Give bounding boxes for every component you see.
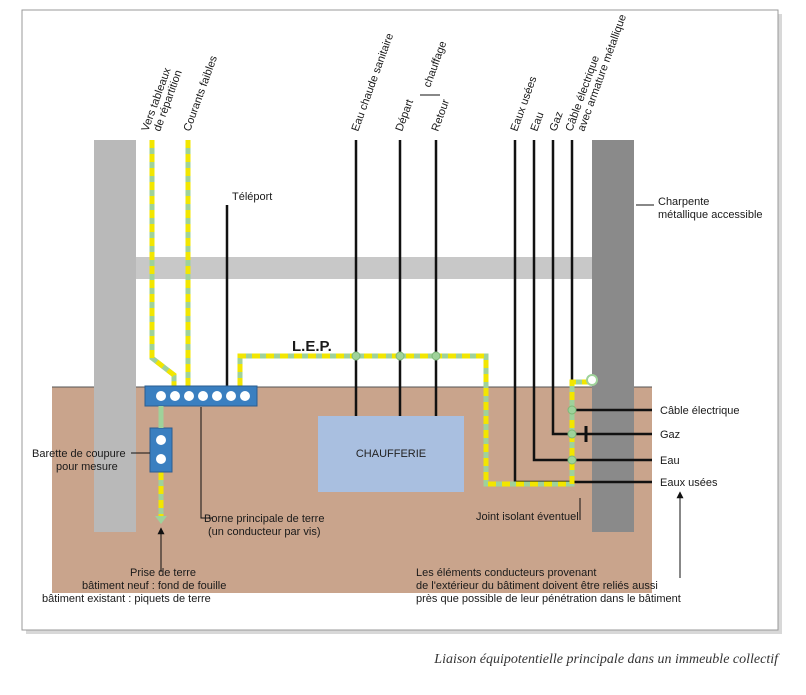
leader-lines — [131, 94, 684, 578]
floor-slab — [136, 257, 592, 279]
label-cable-right: Câble électrique — [660, 405, 740, 417]
lep-connection-points — [351, 351, 598, 465]
label-lep: L.E.P. — [292, 338, 332, 355]
pipe-eau — [532, 140, 652, 462]
label-prise-de-terre: Prise de terre — [130, 567, 196, 579]
disconnect-screw-bottom — [156, 454, 166, 464]
label-gaz-right: Gaz — [660, 429, 680, 441]
label-elements-1: Les éléments conducteurs provenant — [416, 567, 596, 579]
label-un-conducteur: (un conducteur par vis) — [208, 526, 321, 538]
label-borne: Borne principale de terre — [204, 513, 324, 525]
label-eau-right: Eau — [660, 455, 680, 467]
chaufferie-label: CHAUFFERIE — [356, 448, 426, 460]
label-pour-mesure: pour mesure — [56, 461, 118, 473]
label-eaux-usees-right: Eaux usées — [660, 477, 718, 489]
label-charpente-metallique: métallique accessible — [658, 209, 763, 221]
earth-electrode-tip — [155, 516, 167, 524]
disconnect-screw-top — [156, 435, 166, 445]
label-elements-3: près que possible de leur pénétration da… — [416, 593, 681, 605]
earth-conductors — [149, 140, 592, 518]
label-batiment-existant: bâtiment existant : piquets de terre — [42, 593, 211, 605]
label-teleport: Téléport — [232, 191, 272, 203]
pipe-gaz — [551, 140, 652, 436]
pipes — [225, 140, 652, 484]
terminal-screws — [156, 391, 250, 401]
figure-caption: Liaison équipotentielle principale dans … — [434, 652, 778, 667]
label-joint-isolant: Joint isolant éventuel — [476, 511, 579, 523]
label-charpente: Charpente — [658, 196, 709, 208]
label-elements-2: de l'extérieur du bâtiment doivent être … — [416, 580, 658, 592]
disconnect-link — [149, 427, 173, 473]
label-batiment-neuf: bâtiment neuf : fond de fouille — [82, 580, 226, 592]
left-wall — [94, 140, 136, 532]
metal-frame-column — [592, 140, 634, 532]
chaufferie-box — [318, 416, 464, 492]
label-barette: Barette de coupure — [32, 448, 126, 460]
